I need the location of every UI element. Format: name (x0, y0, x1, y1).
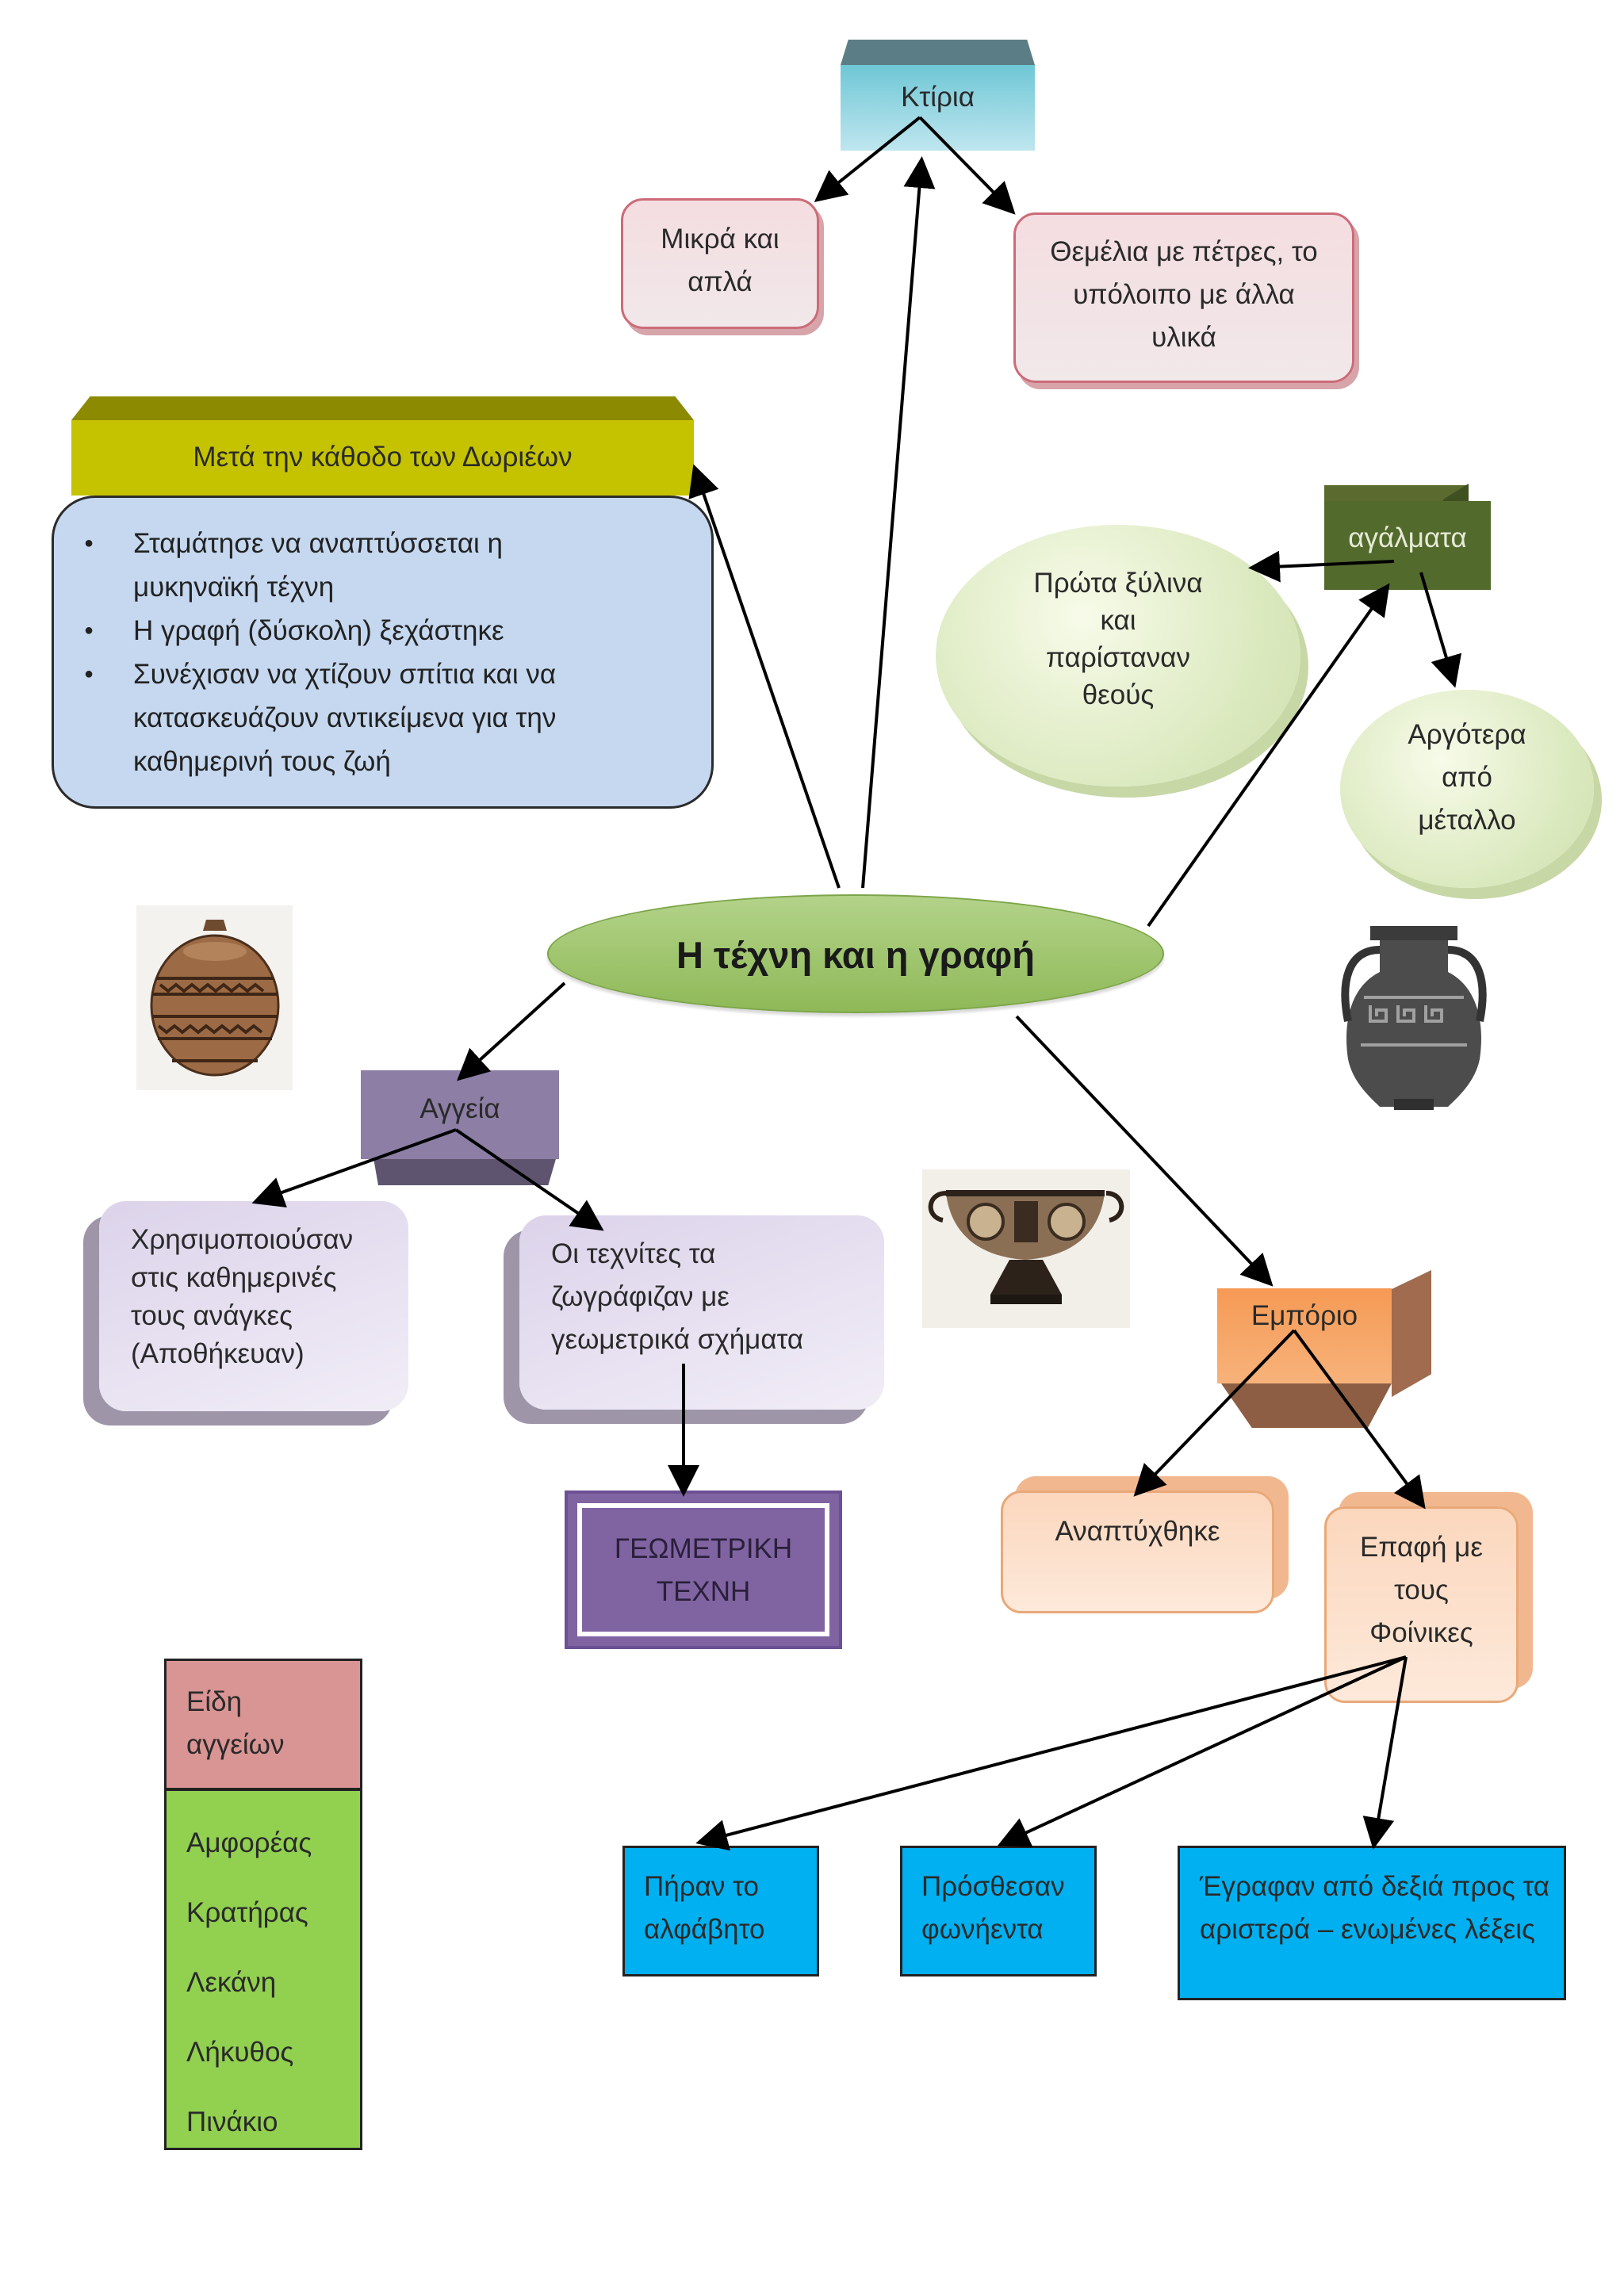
vessel-types-header-line: αγγείων (186, 1729, 285, 1760)
foundations-line: υπόλοιπο με άλλα (1073, 279, 1295, 310)
list-line: μυκηναϊκή τέχνη (133, 572, 335, 603)
krater-image (922, 1169, 1130, 1328)
phoenicians-node: Επαφή με τους Φοίνικες (1324, 1506, 1519, 1703)
dorians-list-box: Σταμάτησε να αναπτύσσεται η μυκηναϊκή τέ… (52, 496, 714, 809)
daily-use-line: στις καθημερινές (131, 1262, 337, 1293)
buildings-node: Κτίρια (841, 65, 1035, 151)
wooden-gods-node: Πρώτα ξύλινα και παρίσταναν θεούς (936, 525, 1300, 786)
list-line: κατασκευάζουν αντικείμενα για την (133, 702, 557, 733)
phoenicians-line: Φοίνικες (1369, 1617, 1473, 1648)
phoenicians-line: Επαφή με (1360, 1532, 1483, 1563)
vessel-type-item: Λεκάνη (186, 1967, 277, 1998)
trade-label: Εμπόριο (1251, 1300, 1358, 1331)
small-simple-line: Μικρά και (661, 224, 779, 254)
metal-line: μέταλλο (1418, 805, 1516, 836)
vowels-line: Πρόσθεσαν (921, 1871, 1065, 1902)
amphora-image (1323, 918, 1505, 1112)
wooden-line: παρίσταναν (1046, 642, 1190, 673)
statues-node: αγάλματα (1324, 501, 1491, 590)
arrow-center-to-dorians (688, 464, 841, 889)
vowels-node: Πρόσθεσαν φωνήεντα (900, 1846, 1097, 1976)
dorians-header: Μετά την κάθοδο των Δωριέων (71, 420, 694, 496)
trade-box-side (1392, 1270, 1431, 1397)
buildings-label: Κτίρια (901, 82, 975, 113)
wooden-line: Πρώτα ξύλινα (1033, 568, 1203, 599)
trade-box-bottom (1221, 1383, 1392, 1428)
right-to-left-line: Έγραφαν από δεξιά προς τα (1200, 1871, 1549, 1902)
vessel-type-item: Πινάκιο (186, 2107, 278, 2137)
central-topic-title: Η τέχνη και η γραφή (676, 934, 1035, 976)
list-line: Η γραφή (δύσκολη) ξεχάστηκε (133, 615, 504, 646)
metal-node: Αργότερα από μέταλλο (1340, 690, 1594, 888)
trade-node: Εμπόριο (1217, 1288, 1392, 1383)
developed-node: Αναπτύχθηκε (1001, 1490, 1274, 1613)
pyxis-vase-image (136, 905, 293, 1090)
vessel-type-item: Κρατήρας (186, 1897, 308, 1928)
vessel-type-item: Αμφορέας (186, 1827, 312, 1858)
geometric-line: ΤΕΧΝΗ (656, 1576, 751, 1607)
buildings-box-top (841, 40, 1035, 65)
vessel-types-header-line: Είδη (186, 1686, 243, 1717)
dorians-list-item: Η γραφή (δύσκολη) ξεχάστηκε (84, 609, 680, 652)
vessel-type-item: Λήκυθος (186, 2037, 294, 2068)
right-to-left-node: Έγραφαν από δεξιά προς τα αριστερά – ενω… (1178, 1846, 1566, 2000)
metal-line: από (1442, 762, 1492, 793)
vessels-label: Αγγεία (419, 1093, 500, 1124)
wooden-line: και (1100, 605, 1136, 636)
foundations-line: υλικά (1151, 322, 1216, 353)
craftsmen-node: Οι τεχνίτες τα ζωγράφιζαν με γεωμετρικά … (519, 1215, 884, 1410)
arrow-center-to-buildings (861, 156, 936, 889)
arrow-phoenicians-to-alphabet (695, 1655, 1407, 1851)
dorians-list-item: Σταμάτησε να αναπτύσσεται η μυκηναϊκή τέ… (84, 522, 680, 609)
geometric-line: ΓΕΩΜΕΤΡΙΚΗ (614, 1533, 793, 1564)
right-to-left-line: αριστερά – ενωμένες λέξεις (1200, 1914, 1535, 1945)
central-topic-node: Η τέχνη και η γραφή (547, 894, 1164, 1013)
dorians-list: Σταμάτησε να αναπτύσσεται η μυκηναϊκή τέ… (84, 522, 680, 783)
alphabet-line: Πήραν το (644, 1871, 759, 1902)
foundations-node: Θεμέλια με πέτρες, το υπόλοιπο με άλλα υ… (1013, 212, 1354, 383)
small-simple-line: απλά (688, 266, 753, 297)
arrow-center-to-vessels (457, 982, 566, 1081)
craftsmen-line: Οι τεχνίτες τα (551, 1238, 716, 1269)
craftsmen-line: γεωμετρικά σχήματα (551, 1324, 804, 1355)
statues-label: αγάλματα (1348, 522, 1467, 553)
vowels-line: φωνήεντα (921, 1914, 1044, 1945)
daily-use-node: Χρησιμοποιούσαν στις καθημερινές τους αν… (99, 1201, 408, 1411)
wooden-line: θεούς (1082, 679, 1155, 710)
dorians-title: Μετά την κάθοδο των Δωριέων (193, 442, 573, 473)
geometric-art-label: ΓΕΩΜΕΤΡΙΚΗ ΤΕΧΝΗ (577, 1503, 829, 1636)
list-line: Συνέχισαν να χτίζουν σπίτια και να (133, 659, 557, 690)
craftsmen-line: ζωγράφιζαν με (551, 1281, 730, 1312)
alphabet-line: αλφάβητο (644, 1914, 765, 1945)
geometric-art-node (565, 1490, 842, 1649)
vessels-node: Αγγεία (361, 1070, 559, 1159)
list-line: Σταμάτησε να αναπτύσσεται η (133, 528, 504, 559)
vessel-types-header: Είδη αγγείων (164, 1659, 362, 1790)
daily-use-line: Χρησιμοποιούσαν (131, 1224, 354, 1255)
developed-label: Αναπτύχθηκε (1055, 1516, 1220, 1547)
daily-use-line: (Αποθήκευαν) (131, 1338, 304, 1369)
daily-use-line: τους ανάγκες (131, 1300, 293, 1331)
alphabet-node: Πήραν το αλφάβητο (622, 1846, 819, 1976)
metal-line: Αργότερα (1408, 719, 1526, 750)
dorians-list-item: Συνέχισαν να χτίζουν σπίτια και να κατασ… (84, 652, 680, 783)
small-simple-node: Μικρά και απλά (621, 198, 819, 329)
vessel-types-list: Αμφορέας Κρατήρας Λεκάνη Λήκυθος Πινάκιο (164, 1789, 362, 2150)
list-line: καθημερινή τους ζωή (133, 746, 391, 777)
phoenicians-line: τους (1394, 1575, 1449, 1605)
foundations-line: Θεμέλια με πέτρες, το (1050, 236, 1318, 267)
dorians-header-top (71, 396, 694, 420)
